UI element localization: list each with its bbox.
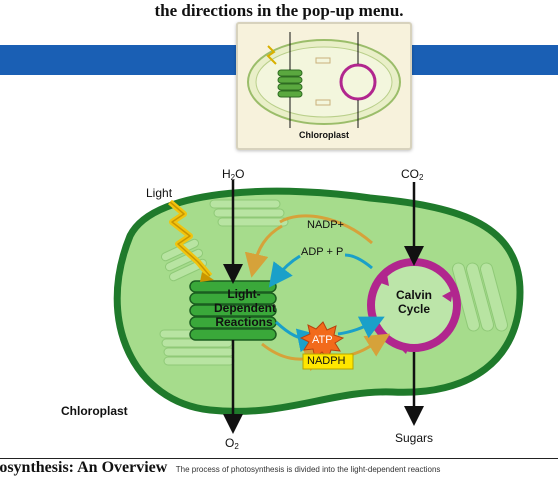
thumbnail-label: Chloroplast — [298, 130, 349, 140]
nadp-label: NADP+ — [307, 219, 344, 231]
adp-label: ADP + P — [301, 246, 344, 258]
nadp-return-arrow — [279, 214, 373, 245]
thumbnail-diagram — [247, 32, 401, 128]
h2o-label: H2O — [222, 167, 245, 182]
nadph-box — [302, 353, 354, 370]
calvin-cycle-label: Calvin Cycle — [395, 288, 432, 316]
chloroplast-label: Chloroplast — [61, 404, 128, 418]
caption-description: The process of photosynthesis is divided… — [175, 465, 441, 474]
atp-label: ATP — [312, 334, 333, 346]
co2-label: CO2 — [401, 167, 424, 182]
sugars-label: Sugars — [395, 431, 434, 445]
popup-instruction-text: the directions in the pop-up menu. — [154, 1, 404, 20]
photosynthesis-diagram — [113, 180, 524, 434]
caption-strip: tosynthesis: An Overview The process of … — [0, 458, 558, 477]
adp-return-arrow — [344, 253, 373, 270]
light-dependent-reactions-label: Light- Dependent Reactions — [214, 287, 277, 329]
nadph-label: NADPH — [307, 355, 346, 367]
o2-label: O2 — [225, 436, 239, 451]
caption-title: tosynthesis: An Overview — [0, 459, 168, 476]
light-label: Light — [146, 186, 173, 200]
chloroplast-thumbnail-card[interactable]: Chloroplast — [236, 22, 412, 150]
atp-starburst — [299, 321, 345, 360]
